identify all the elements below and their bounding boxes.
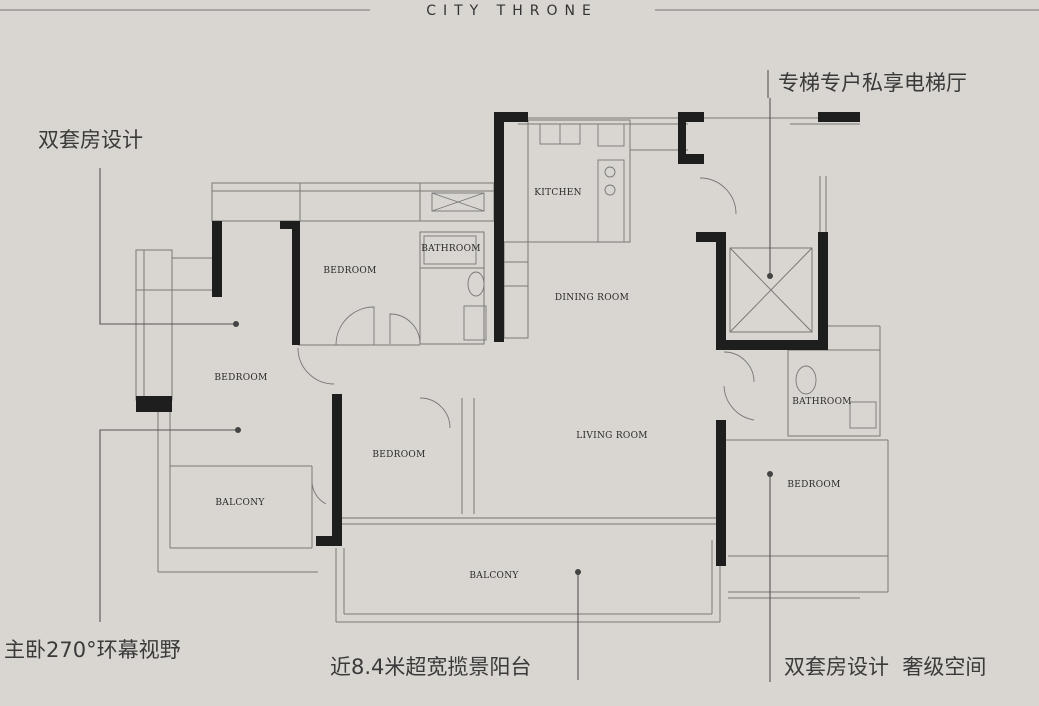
room-label-dining: DINING ROOM (555, 293, 629, 303)
callout-dual-suite: 双套房设计 (38, 128, 143, 152)
door-swings (297, 177, 755, 505)
room-label-kitchen: KITCHEN (534, 188, 582, 198)
brand-title: CITY THRONE (426, 3, 598, 19)
room-label-bedroom-top: BEDROOM (323, 266, 376, 276)
callout-master-view: 主卧270°环幕视野 (4, 638, 181, 662)
room-label-bedroom-mid: BEDROOM (372, 450, 425, 460)
room-label-living: LIVING ROOM (576, 431, 648, 441)
callout-balcony: 近8.4米超宽揽景阳台 (330, 655, 531, 679)
plan-outline (135, 117, 889, 623)
room-label-bedroom-master: BEDROOM (214, 373, 267, 383)
room-label-balcony-main: BALCONY (469, 571, 519, 581)
room-label-balcony-left: BALCONY (215, 498, 265, 508)
elevator-shaft (729, 247, 813, 333)
room-label-bedroom-right: BEDROOM (787, 480, 840, 490)
room-label-bathroom-top: BATHROOM (421, 244, 481, 254)
callout-private-lift: 专梯专户私享电梯厅 (778, 71, 967, 95)
callout-dual-suite-luxury: 双套房设计 奢级空间 (784, 655, 986, 679)
room-label-bathroom-right: BATHROOM (792, 397, 852, 407)
callout-leaders (99, 70, 773, 682)
structural-walls (136, 112, 860, 566)
